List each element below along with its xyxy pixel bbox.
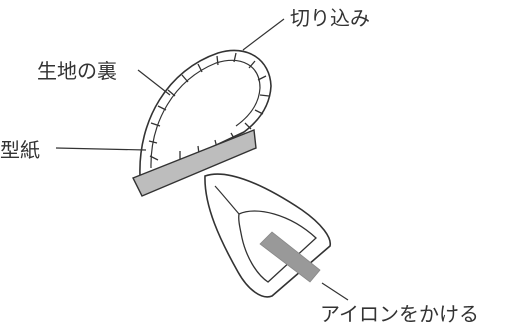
leader-line-cuts — [242, 18, 285, 51]
leader-line-iron — [321, 282, 349, 301]
iron-tip-crease — [214, 185, 240, 215]
fabric-loop-outer — [139, 49, 272, 178]
leader-line-fabric-back — [137, 69, 171, 96]
pattern-paper-shape — [132, 129, 257, 197]
fabric-loop-inner — [150, 59, 261, 169]
leader-line-pattern-paper — [55, 147, 147, 151]
fabric-back-label: 生地の裏 — [37, 59, 117, 83]
cut-marks — [148, 52, 270, 161]
pattern-paper-label: 型紙 — [0, 138, 40, 162]
iron-handle — [259, 231, 321, 283]
iron-action-label: アイロンをかける — [320, 302, 479, 326]
cuts-label: 切り込み — [290, 6, 370, 30]
